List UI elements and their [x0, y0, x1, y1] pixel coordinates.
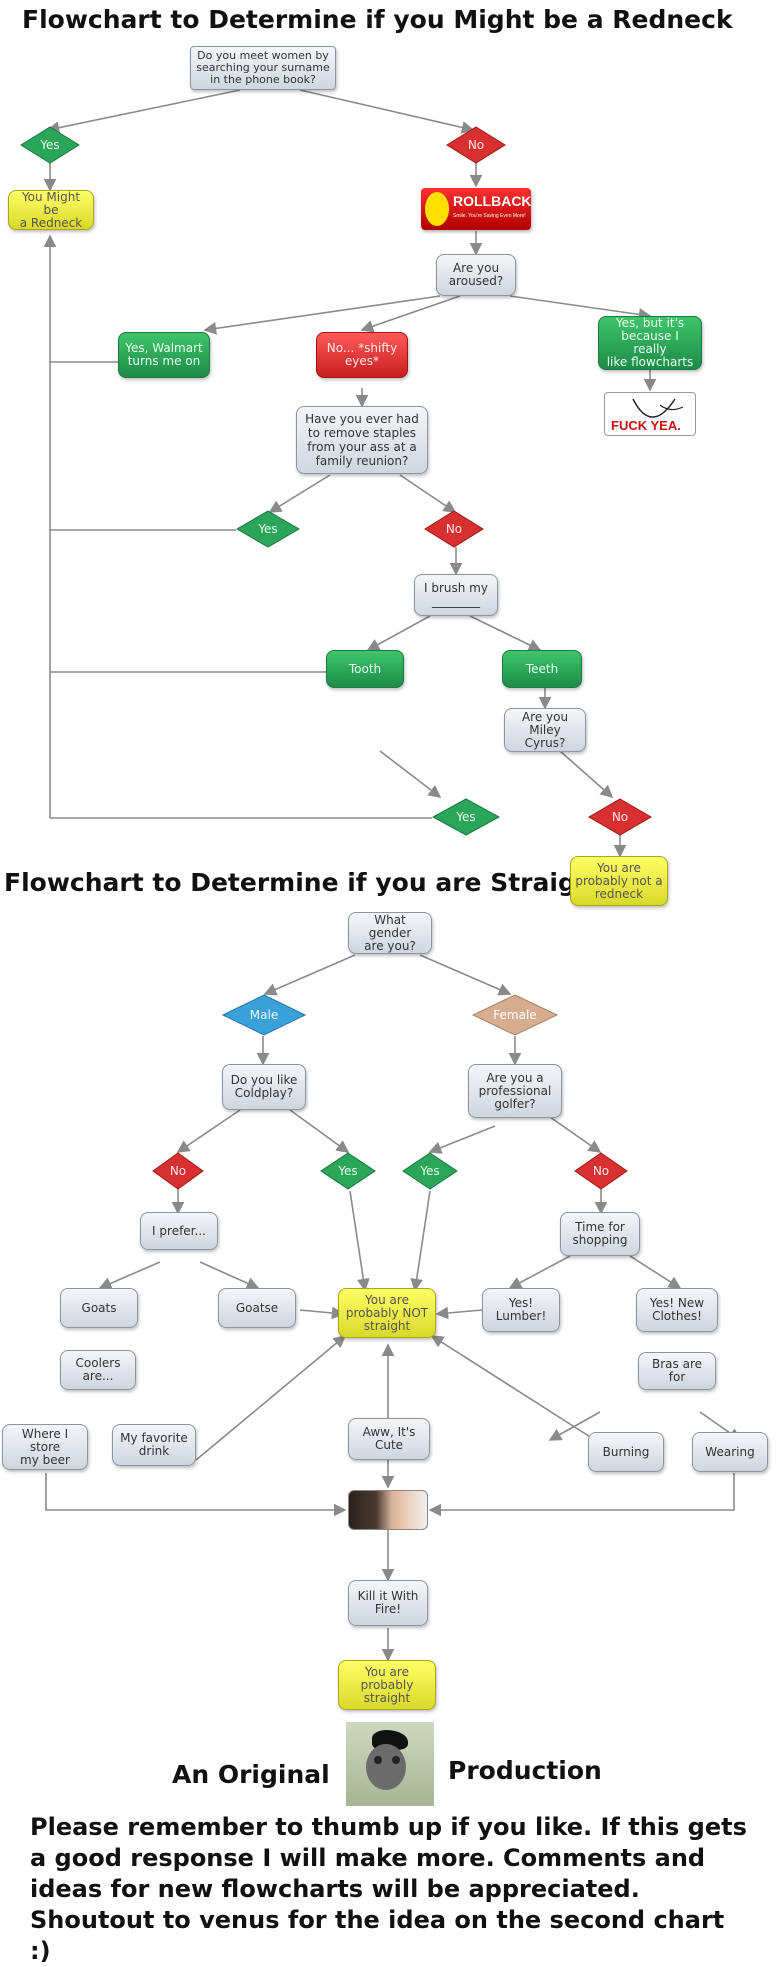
burning-node: Burning: [588, 1432, 664, 1472]
connector: [46, 89, 241, 134]
connector: [410, 1190, 431, 1292]
male-diamond: Male: [222, 994, 306, 1036]
connector: [195, 1334, 347, 1461]
kill-with-fire-node: Kill it With Fire!: [348, 1580, 428, 1626]
footer-message: Please remember to thumb up if you like.…: [30, 1813, 747, 1965]
aww-cute-node: Aww, It's Cute: [348, 1418, 430, 1460]
answer-like-flowcharts: Yes, but it's because I really like flow…: [598, 316, 702, 370]
connector: [299, 1306, 345, 1320]
question-coldplay: Do you like Coldplay?: [222, 1064, 306, 1110]
connector: [199, 1261, 260, 1290]
question-aroused: Are you aroused?: [436, 254, 516, 296]
connector: [430, 1335, 596, 1441]
new-clothes-node: Yes! New Clothes!: [636, 1288, 718, 1332]
connector: [360, 295, 461, 333]
credit-left: An Original: [172, 1760, 330, 1789]
connector: [559, 750, 614, 799]
lumber-node: Yes! Lumber!: [482, 1288, 560, 1332]
result-might-be-redneck: You Might be a Redneck: [8, 190, 94, 230]
result-not-redneck: You are probably not a redneck: [570, 856, 668, 906]
connector: [419, 954, 512, 996]
connector: [509, 295, 652, 321]
rollback-subtext: Smile. You're Saving Even More!: [453, 213, 526, 219]
no-diamond: No: [152, 1152, 204, 1190]
connector: [366, 615, 431, 651]
result-straight: You are probably straight: [338, 1660, 436, 1710]
no-diamond: No: [588, 798, 652, 836]
emu-photo: [346, 1722, 434, 1806]
straight-chart-title: Flowchart to Determine if you are Straig…: [4, 868, 606, 897]
yes-diamond: Yes: [432, 798, 500, 836]
wearing-node: Wearing: [692, 1432, 768, 1472]
redneck-chart-title: Flowchart to Determine if you Might be a…: [22, 5, 733, 34]
yes-diamond: Yes: [20, 126, 80, 164]
connector: [289, 1109, 350, 1153]
goats-node: Goats: [60, 1288, 138, 1328]
connector: [435, 1306, 483, 1320]
connector: [299, 89, 475, 134]
answer-walmart: Yes, Walmart turns me on: [118, 332, 210, 378]
fuck-yea-text: FUCK YEA.: [611, 418, 681, 433]
justin-bieber-photo: [348, 1490, 428, 1530]
answer-teeth: Teeth: [502, 650, 582, 688]
question-staples: Have you ever had to remove staples from…: [296, 406, 428, 474]
connector: [379, 750, 442, 798]
no-diamond: No: [574, 1152, 628, 1190]
coolers-node: Coolers are...: [60, 1350, 136, 1390]
answer-tooth: Tooth: [326, 650, 404, 688]
connector: [176, 1109, 241, 1153]
prefer-node: I prefer...: [140, 1212, 218, 1250]
question-miley-cyrus: Are you Miley Cyrus?: [504, 708, 586, 752]
goatse-node: Goatse: [218, 1288, 296, 1328]
result-not-straight: You are probably NOT straight: [338, 1288, 436, 1338]
favorite-drink-node: My favorite drink: [112, 1424, 196, 1466]
connector: [399, 474, 457, 513]
smiley-icon: [425, 192, 449, 226]
no-diamond: No: [446, 126, 506, 164]
connector: [548, 1411, 601, 1441]
connector: [508, 1255, 571, 1289]
female-diamond: Female: [472, 994, 558, 1036]
yes-diamond: Yes: [402, 1152, 458, 1190]
question-women-phonebook: Do you meet women by searching your surn…: [190, 46, 336, 90]
rollback-logo: ROLLBACK Smile. You're Saving Even More!: [421, 188, 532, 230]
connector: [203, 295, 441, 335]
question-golfer: Are you a professional golfer?: [468, 1064, 562, 1118]
yes-diamond: Yes: [320, 1152, 376, 1190]
connector: [349, 1190, 370, 1292]
connector: [428, 1125, 496, 1154]
connector: [268, 474, 331, 513]
connector: [263, 954, 356, 996]
connector: [428, 1473, 735, 1517]
question-gender: What gender are you?: [348, 912, 432, 954]
yes-diamond: Yes: [236, 510, 300, 548]
store-beer-node: Where I store my beer: [2, 1424, 88, 1470]
answer-shifty-eyes: No... *shifty eyes*: [316, 332, 408, 378]
connector: [629, 1255, 682, 1289]
no-diamond: No: [424, 510, 484, 548]
credit-right: Production: [448, 1756, 602, 1785]
connector: [98, 1261, 161, 1290]
bras-node: Bras are for: [638, 1352, 716, 1390]
fuck-yea-meme-image: FUCK YEA.: [604, 392, 696, 436]
question-brush: I brush my ________: [414, 574, 498, 616]
connector: [469, 615, 542, 651]
connector: [45, 1473, 347, 1517]
time-for-shopping-node: Time for shopping: [560, 1212, 640, 1256]
rollback-text: ROLLBACK: [453, 193, 532, 209]
